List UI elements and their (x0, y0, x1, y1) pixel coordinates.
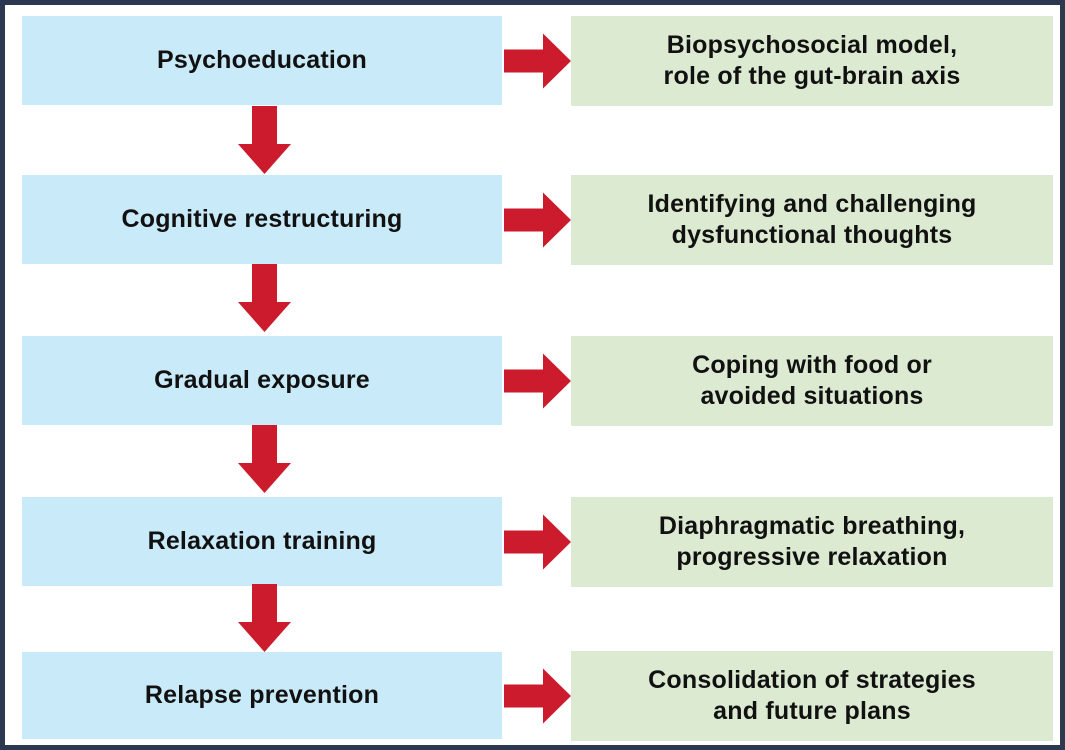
right-arrow-icon (504, 33, 571, 88)
detail-label: Diaphragmatic breathing, progressive rel… (658, 512, 966, 571)
step-label: Psychoeducation (157, 46, 367, 74)
detail-box: Diaphragmatic breathing, progressive rel… (571, 496, 1053, 587)
detail-label: Biopsychosocial model, role of the gut-b… (663, 31, 961, 90)
right-arrow-icon (504, 353, 571, 408)
detail-box: Consolidation of strategies and future p… (571, 650, 1053, 741)
flow-row: Cognitive restructuring Identifying and … (5, 174, 1060, 265)
step-label: Relapse prevention (144, 681, 380, 709)
step-box-relaxation-training: Relaxation training (22, 497, 502, 586)
flow-row: Relaxation training Diaphragmatic breath… (5, 496, 1060, 587)
flow-row: Relapse prevention Consolidation of stra… (5, 650, 1060, 741)
step-label: Relaxation training (147, 527, 377, 555)
step-label: Cognitive restructuring (121, 205, 403, 233)
down-arrow-icon (238, 425, 291, 493)
down-arrow-icon (238, 264, 291, 332)
step-box-psychoeducation: Psychoeducation (22, 16, 502, 105)
step-box-gradual-exposure: Gradual exposure (22, 336, 502, 425)
detail-label: Consolidation of strategies and future p… (648, 666, 976, 725)
detail-box: Biopsychosocial model, role of the gut-b… (571, 15, 1053, 106)
detail-box: Identifying and challenging dysfunctiona… (571, 174, 1053, 265)
detail-label: Identifying and challenging dysfunctiona… (647, 190, 977, 249)
step-box-cognitive-restructuring: Cognitive restructuring (22, 175, 502, 264)
right-arrow-icon (504, 514, 571, 569)
down-arrow-icon (238, 584, 291, 652)
right-arrow-icon (504, 668, 571, 723)
flow-row: Psychoeducation Biopsychosocial model, r… (5, 15, 1060, 106)
flow-row: Gradual exposure Coping with food or avo… (5, 335, 1060, 426)
down-arrow-icon (238, 106, 291, 174)
detail-label: Coping with food or avoided situations (692, 351, 932, 410)
step-label: Gradual exposure (154, 366, 370, 394)
detail-box: Coping with food or avoided situations (571, 335, 1053, 426)
right-arrow-icon (504, 192, 571, 247)
step-box-relapse-prevention: Relapse prevention (22, 652, 502, 739)
